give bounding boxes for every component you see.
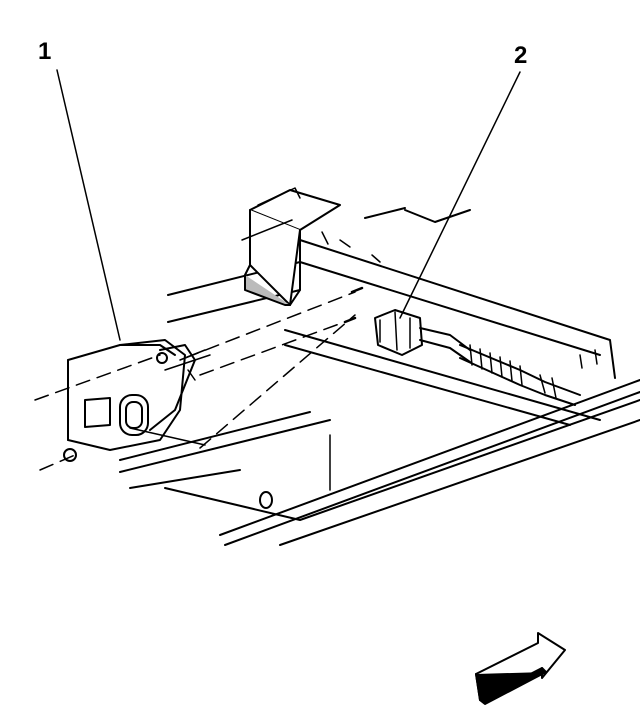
leader-lines	[56, 69, 521, 341]
connector-2	[374, 309, 581, 406]
mounting-bracket	[241, 187, 341, 306]
callout-label-2: 2	[514, 42, 528, 69]
leader-line-1	[56, 69, 121, 341]
alignment-lines	[34, 291, 356, 471]
forward-arrow-icon	[475, 632, 566, 705]
leader-line-2	[399, 71, 521, 319]
callout-label-1: 1	[38, 38, 52, 65]
component-1	[63, 339, 211, 462]
fastener-points	[129, 286, 364, 446]
frame-rail	[119, 207, 640, 546]
